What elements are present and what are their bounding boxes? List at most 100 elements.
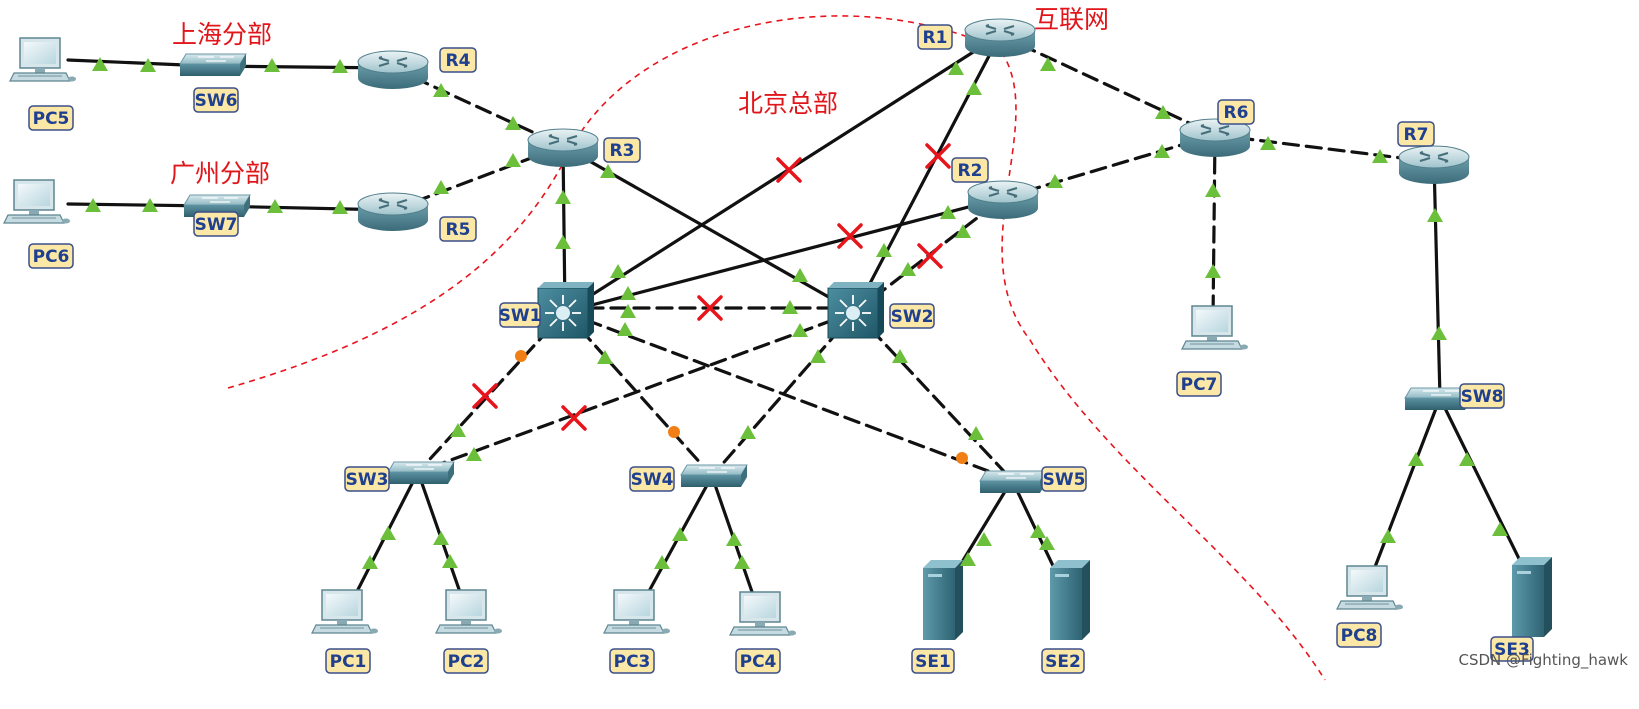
label-sw7: SW7 <box>193 211 239 237</box>
label-sw3: SW3 <box>344 466 390 492</box>
port-status-up-markers <box>85 57 1508 569</box>
svg-text:R2: R2 <box>958 161 983 181</box>
link-sw2-r1 <box>853 33 1002 314</box>
label-sw2: SW2 <box>889 303 935 329</box>
svg-text:SW5: SW5 <box>1043 470 1086 490</box>
link-sw1-r1 <box>563 33 1002 314</box>
links <box>66 33 1529 617</box>
router-r4[interactable] <box>356 49 430 91</box>
svg-text:SE3: SE3 <box>1494 640 1530 660</box>
link-sw8-se3 <box>1438 396 1529 577</box>
link-down-x <box>925 143 951 169</box>
server-se1[interactable] <box>923 560 963 640</box>
switch-sw5[interactable] <box>979 470 1047 494</box>
label-pc1: PC1 <box>325 648 371 674</box>
pc-pc4[interactable] <box>729 591 797 637</box>
label-r4: R4 <box>439 47 477 73</box>
server-se2[interactable] <box>1050 560 1090 640</box>
label-se3: SE3 <box>1490 636 1534 662</box>
svg-text:PC5: PC5 <box>33 109 70 129</box>
region-label-internet: 互联网 <box>1034 5 1109 34</box>
label-se1: SE1 <box>911 648 955 674</box>
pc-pc5[interactable] <box>9 37 77 83</box>
router-r1[interactable] <box>963 17 1037 59</box>
router-r7[interactable] <box>1397 144 1471 186</box>
link-sw2-sw3 <box>416 310 857 474</box>
link-down-x <box>837 223 863 249</box>
svg-text:SW1: SW1 <box>499 306 542 326</box>
link-sw2-sw5 <box>853 310 1014 482</box>
region-label-beijing: 北京总部 <box>738 89 838 118</box>
region-label-guangzhou: 广州分部 <box>170 159 270 188</box>
label-sw1: SW1 <box>499 302 542 328</box>
label-pc7: PC7 <box>1176 371 1222 397</box>
svg-text:R5: R5 <box>446 220 471 240</box>
svg-text:R7: R7 <box>1404 125 1429 145</box>
svg-text:R3: R3 <box>610 141 635 161</box>
link-down-x <box>561 405 587 431</box>
svg-text:R6: R6 <box>1224 103 1249 123</box>
svg-text:PC7: PC7 <box>1181 375 1218 395</box>
label-r3: R3 <box>603 137 641 163</box>
svg-text:SW4: SW4 <box>631 470 674 490</box>
pc-pc8[interactable] <box>1336 565 1404 611</box>
label-r2: R2 <box>951 157 989 183</box>
switch-sw4[interactable] <box>680 464 748 488</box>
svg-text:PC3: PC3 <box>614 652 651 672</box>
svg-text:SW8: SW8 <box>1461 387 1504 407</box>
label-pc6: PC6 <box>28 243 74 269</box>
pc-pc3[interactable] <box>603 589 671 635</box>
link-r2-r6 <box>1001 133 1217 200</box>
svg-text:R1: R1 <box>923 28 948 48</box>
link-sw2-sw4 <box>710 310 857 478</box>
label-r1: R1 <box>917 24 953 50</box>
watermark: CSDN @Fighting_hawk <box>1459 651 1629 670</box>
svg-text:PC4: PC4 <box>740 652 777 672</box>
l3-switch-sw1[interactable] <box>537 281 595 339</box>
switch-sw6[interactable] <box>179 53 247 77</box>
svg-text:PC6: PC6 <box>33 247 70 267</box>
svg-text:SW3: SW3 <box>346 470 389 490</box>
link-down-markers <box>472 143 951 431</box>
link-r6-pc7 <box>1211 133 1217 322</box>
label-r5: R5 <box>439 216 477 242</box>
label-pc3: PC3 <box>609 648 655 674</box>
port-status-blocking-markers <box>515 350 968 464</box>
pc-pc1[interactable] <box>311 589 379 635</box>
switch-sw3[interactable] <box>387 461 455 485</box>
svg-text:PC2: PC2 <box>448 652 485 672</box>
l3-switch-sw2[interactable] <box>827 281 885 339</box>
link-down-x <box>776 157 802 183</box>
svg-text:SW6: SW6 <box>195 91 238 111</box>
svg-text:R4: R4 <box>446 51 471 71</box>
label-r7: R7 <box>1397 121 1435 147</box>
label-se2: SE2 <box>1041 648 1085 674</box>
label-pc8: PC8 <box>1336 622 1382 648</box>
svg-text:SW7: SW7 <box>195 215 238 235</box>
region-label-shanghai: 上海分部 <box>172 20 272 49</box>
pc-pc2[interactable] <box>435 589 503 635</box>
pc-pc7[interactable] <box>1181 305 1249 351</box>
link-down-x <box>917 243 943 269</box>
link-sw1-sw3 <box>416 310 567 474</box>
router-r5[interactable] <box>356 191 430 233</box>
link-r7-sw8 <box>1432 160 1442 400</box>
svg-text:SE2: SE2 <box>1045 652 1081 672</box>
label-sw8: SW8 <box>1459 383 1505 409</box>
device-labels: R1 R2 R3 R4 R5 R6 R7 SW1 SW2 SW3 SW4 SW5… <box>28 24 1534 674</box>
link-sw8-pc8 <box>1368 396 1442 582</box>
svg-text:SW2: SW2 <box>891 307 934 327</box>
router-r3[interactable] <box>526 127 600 169</box>
svg-text:PC8: PC8 <box>1341 626 1378 646</box>
link-r1-r6 <box>998 33 1217 137</box>
link-down-x <box>472 383 498 409</box>
router-r2[interactable] <box>966 179 1040 221</box>
label-sw4: SW4 <box>629 466 675 492</box>
link-sw1-r2 <box>563 196 1005 314</box>
svg-text:SE1: SE1 <box>915 652 951 672</box>
label-r6: R6 <box>1217 99 1255 125</box>
server-se3[interactable] <box>1512 557 1552 637</box>
link-down-x <box>697 295 723 321</box>
pc-pc6[interactable] <box>3 179 71 225</box>
